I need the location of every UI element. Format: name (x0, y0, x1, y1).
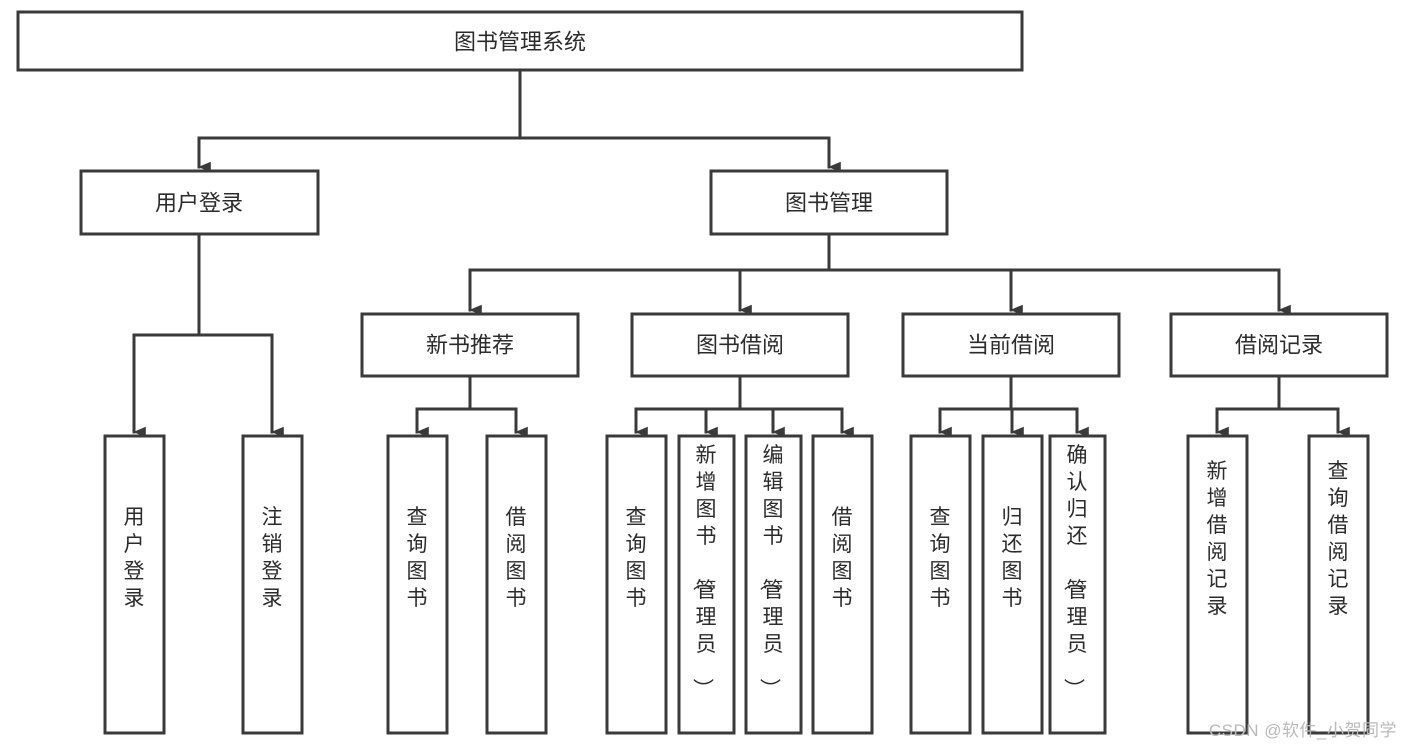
node-leaf-add-book-admin[interactable]: 新增图书（管理员） (677, 434, 736, 735)
node-leaf-confirm-return-admin-label: 确认归还（管理员） (1062, 444, 1088, 699)
node-borrow-record[interactable]: 借阅记录 (1169, 312, 1389, 378)
node-leaf-query-borrow-record-box[interactable] (1307, 434, 1370, 735)
node-leaf-confirm-return-admin-box[interactable] (1048, 434, 1107, 735)
node-leaf-logout-box[interactable] (241, 434, 304, 735)
csdn-watermark: CSDN @软件_小贺同学 (1208, 721, 1397, 740)
node-leaf-borrow-book-2[interactable]: 借阅图书 (811, 434, 874, 735)
node-leaf-add-book-admin-box[interactable] (677, 434, 736, 735)
node-leaf-return-book[interactable]: 归还图书 (981, 434, 1044, 735)
node-borrow-record-label: 借阅记录 (1235, 333, 1323, 358)
node-leaf-query-book-1-box[interactable] (386, 434, 449, 735)
node-leaf-query-book-3-label: 查询图书 (930, 506, 951, 610)
node-user-login-label: 用户登录 (155, 191, 243, 216)
node-leaf-borrow-book-2-box[interactable] (811, 434, 874, 735)
node-leaf-user-login[interactable]: 用户登录 (103, 434, 166, 735)
node-current-borrow[interactable]: 当前借阅 (901, 312, 1121, 378)
node-leaf-edit-book-admin[interactable]: 编辑图书（管理员） (744, 434, 803, 735)
node-borrow-record-box[interactable] (1169, 312, 1389, 378)
node-leaf-query-book-1[interactable]: 查询图书 (386, 434, 449, 735)
node-new-book-recommend-label: 新书推荐 (426, 333, 514, 358)
node-leaf-query-book-2[interactable]: 查询图书 (605, 434, 668, 735)
node-book-borrow-label: 图书借阅 (696, 333, 784, 358)
node-leaf-edit-book-admin-label: 编辑图书（管理员） (758, 444, 784, 699)
node-leaf-confirm-return-admin[interactable]: 确认归还（管理员） (1048, 434, 1107, 735)
node-root-label: 图书管理系统 (454, 30, 586, 55)
node-leaf-borrow-book-1[interactable]: 借阅图书 (485, 434, 548, 735)
node-leaf-query-borrow-record-label: 查询借阅记录 (1328, 460, 1349, 618)
node-leaf-logout[interactable]: 注销登录 (241, 434, 304, 735)
node-leaf-return-book-label: 归还图书 (1002, 506, 1023, 610)
node-book-borrow[interactable]: 图书借阅 (630, 312, 850, 378)
node-user-login[interactable]: 用户登录 (79, 169, 320, 236)
node-leaf-query-book-3-box[interactable] (909, 434, 972, 735)
node-leaf-borrow-book-2-label: 借阅图书 (832, 506, 853, 610)
connector-layer (132, 68, 1350, 438)
node-layer: 图书管理系统 用户登录 图书管理 新书推荐 图书借阅 当前 (16, 10, 1389, 735)
node-book-management[interactable]: 图书管理 (709, 169, 949, 236)
node-book-management-box[interactable] (709, 169, 949, 236)
node-leaf-query-book-3[interactable]: 查询图书 (909, 434, 972, 735)
node-book-borrow-box[interactable] (630, 312, 850, 378)
node-leaf-user-login-label: 用户登录 (124, 506, 145, 610)
node-leaf-add-borrow-record-box[interactable] (1186, 434, 1249, 735)
node-leaf-query-borrow-record[interactable]: 查询借阅记录 (1307, 434, 1370, 735)
node-leaf-return-book-box[interactable] (981, 434, 1044, 735)
node-leaf-borrow-book-1-box[interactable] (485, 434, 548, 735)
node-new-book-recommend-box[interactable] (360, 312, 580, 378)
node-leaf-edit-book-admin-box[interactable] (744, 434, 803, 735)
node-root-system[interactable]: 图书管理系统 (16, 10, 1024, 72)
node-leaf-query-book-2-label: 查询图书 (626, 506, 647, 610)
node-leaf-borrow-book-1-label: 借阅图书 (506, 506, 527, 610)
node-leaf-add-borrow-record-label: 新增借阅记录 (1207, 460, 1228, 618)
node-current-borrow-label: 当前借阅 (967, 333, 1055, 358)
node-leaf-user-login-box[interactable] (103, 434, 166, 735)
node-leaf-add-book-admin-label: 新增图书（管理员） (691, 444, 717, 699)
node-current-borrow-box[interactable] (901, 312, 1121, 378)
node-book-management-label: 图书管理 (785, 191, 873, 216)
node-leaf-query-book-1-label: 查询图书 (407, 506, 428, 610)
node-root-box[interactable] (16, 10, 1024, 72)
node-leaf-add-borrow-record[interactable]: 新增借阅记录 (1186, 434, 1249, 735)
node-user-login-box[interactable] (79, 169, 320, 236)
node-leaf-query-book-2-box[interactable] (605, 434, 668, 735)
node-leaf-logout-label: 注销登录 (262, 506, 283, 610)
node-new-book-recommend[interactable]: 新书推荐 (360, 312, 580, 378)
